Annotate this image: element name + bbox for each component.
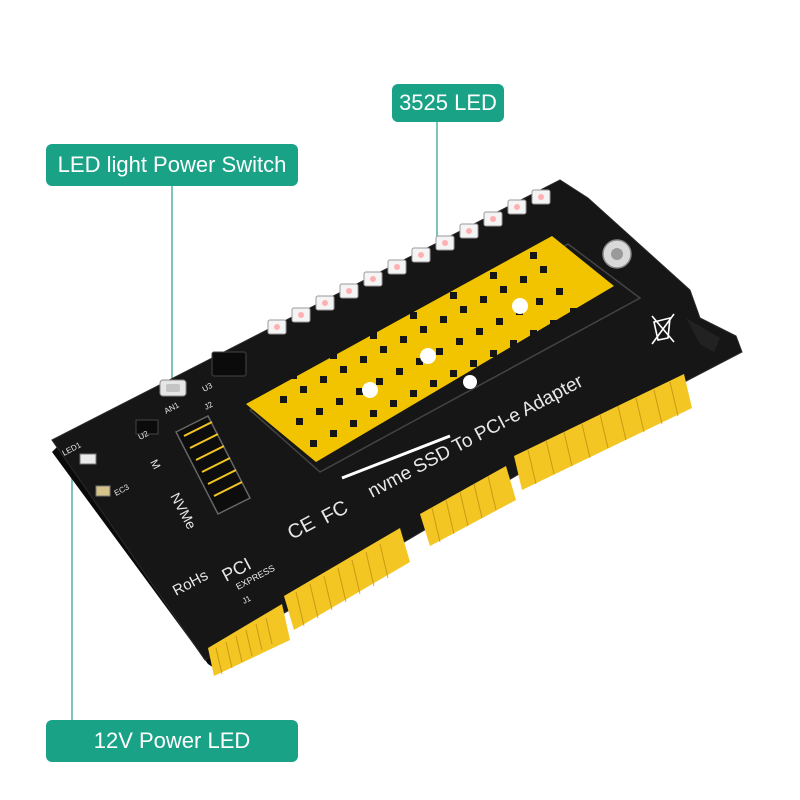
u3-label: U3 [201,381,215,394]
mounting-screw [602,239,632,269]
callout-led-power-switch: LED light Power Switch [46,144,298,186]
m2-connector-pins [183,421,243,497]
components [79,313,675,516]
slot-divider-line [341,434,451,480]
led-3525-row [267,189,551,335]
gold-fingers [208,374,692,676]
callout-12v-power-led: 12V Power LED [46,720,298,762]
m2-connector [174,414,252,516]
chip-u3 [211,351,247,377]
weee-bin-icon [651,313,675,345]
heatsink-screw-holes [362,298,528,398]
leader-lines [71,122,438,720]
heatsink-plate [246,236,642,473]
gold-finger-segment-4 [514,374,692,490]
pcb-notch [686,318,720,352]
gold-finger-lines [215,381,679,675]
callout-3525-led: 3525 LED [392,84,504,122]
gold-finger-segment-1 [208,604,290,676]
gold-finger-segment-2 [284,528,410,630]
chip-u2 [135,419,159,435]
heatsink-holes [280,252,577,447]
power-led-12v [79,453,97,465]
gold-finger-segment-3 [420,466,516,546]
capacitor-ec3 [95,485,111,497]
u2-label: U2 [137,429,151,442]
